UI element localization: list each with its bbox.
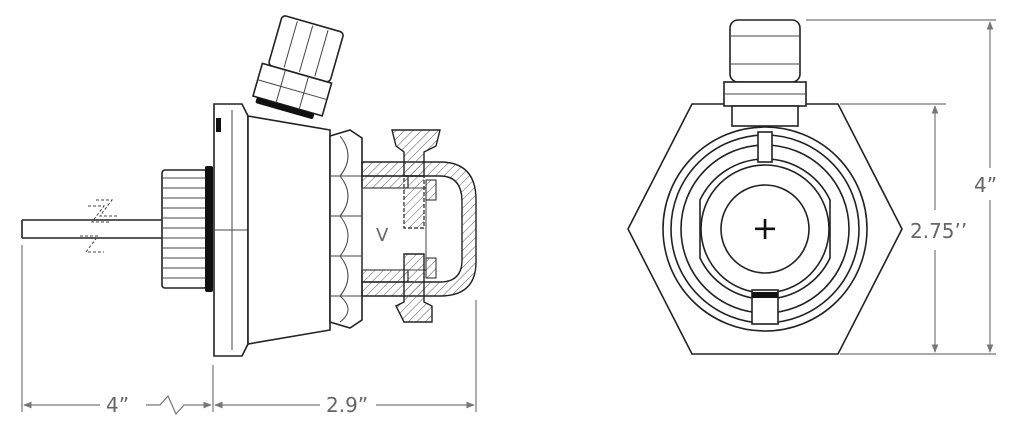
threaded-stem — [161, 166, 213, 292]
flange — [213, 103, 249, 357]
vent-marker: V — [376, 225, 389, 246]
body-length-label: 2.9” — [326, 393, 368, 417]
dimension-cable-length: 4” — [23, 393, 212, 417]
front-view: + 2.75’’ 4” — [627, 19, 997, 355]
cable — [21, 199, 165, 253]
dimension-body-length: 2.9” — [214, 393, 475, 417]
angled-fitting — [252, 15, 344, 119]
hex-width-label: 2.75’’ — [910, 219, 967, 243]
dimension-total-height: 4” — [974, 21, 997, 353]
tapered-body — [247, 115, 331, 345]
side-view: V 4” 2.9” — [21, 15, 477, 417]
center-marker: + — [752, 209, 779, 247]
height-total-label: 4” — [974, 173, 997, 197]
hex-nut — [329, 129, 363, 329]
top-fitting — [723, 19, 807, 127]
thread-lines — [162, 177, 207, 279]
cable-length-label: 4” — [106, 393, 129, 417]
cap-section — [361, 129, 477, 323]
dimension-hex-width: 2.75’’ — [910, 105, 967, 353]
